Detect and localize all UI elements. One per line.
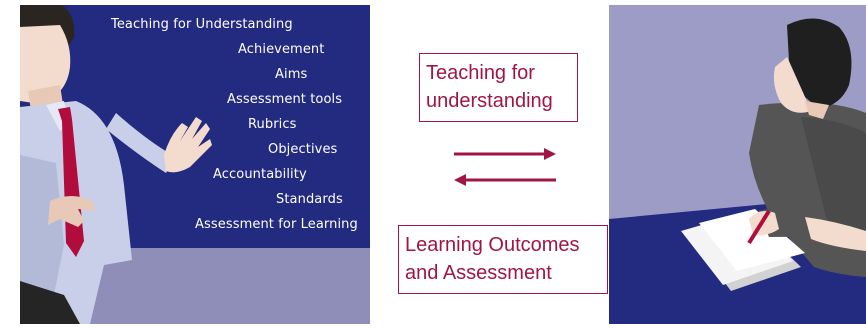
term-accountability: Accountability xyxy=(213,167,307,182)
teacher-lower-hand xyxy=(48,196,96,227)
teacher-raised-hand xyxy=(164,117,212,173)
term-assessment-tools: Assessment tools xyxy=(227,92,343,107)
teacher-illustration-panel: Teaching for Understanding Achievement A… xyxy=(20,5,370,324)
teaching-box-line-2: understanding xyxy=(426,90,553,112)
student-hair xyxy=(787,18,852,109)
left-arrow-icon xyxy=(454,174,556,186)
term-achievement: Achievement xyxy=(238,42,325,57)
teaching-box-line-1: Teaching for xyxy=(426,62,535,84)
pen xyxy=(747,209,771,245)
teacher-raised-arm xyxy=(106,113,176,173)
teacher-face xyxy=(20,25,71,103)
learning-box-line-2: and Assessment xyxy=(405,262,552,284)
term-objectives: Objectives xyxy=(268,142,338,157)
teacher-shirt-shadow xyxy=(20,155,64,324)
student-neck xyxy=(805,101,829,119)
term-rubrics: Rubrics xyxy=(248,117,297,132)
term-standards: Standards xyxy=(276,192,343,207)
right-arrow-icon xyxy=(454,148,556,160)
teacher-illustration xyxy=(20,5,370,324)
student-sweater-shade xyxy=(801,117,866,245)
student-face xyxy=(773,57,811,113)
teacher-trousers xyxy=(20,281,80,324)
exchange-arrows xyxy=(454,148,556,186)
student-illustration-panel xyxy=(609,5,866,324)
term-teaching-for-understanding: Teaching for Understanding xyxy=(111,17,293,32)
student-other-hand xyxy=(805,217,866,251)
term-aims: Aims xyxy=(275,67,308,82)
learning-box-line-1: Learning Outcomes xyxy=(405,234,580,256)
term-assessment-for-learning: Assessment for Learning xyxy=(195,217,358,232)
teaching-for-understanding-box: Teaching for understanding xyxy=(419,53,578,122)
learning-outcomes-box: Learning Outcomes and Assessment xyxy=(398,225,608,294)
student-illustration xyxy=(609,18,866,324)
